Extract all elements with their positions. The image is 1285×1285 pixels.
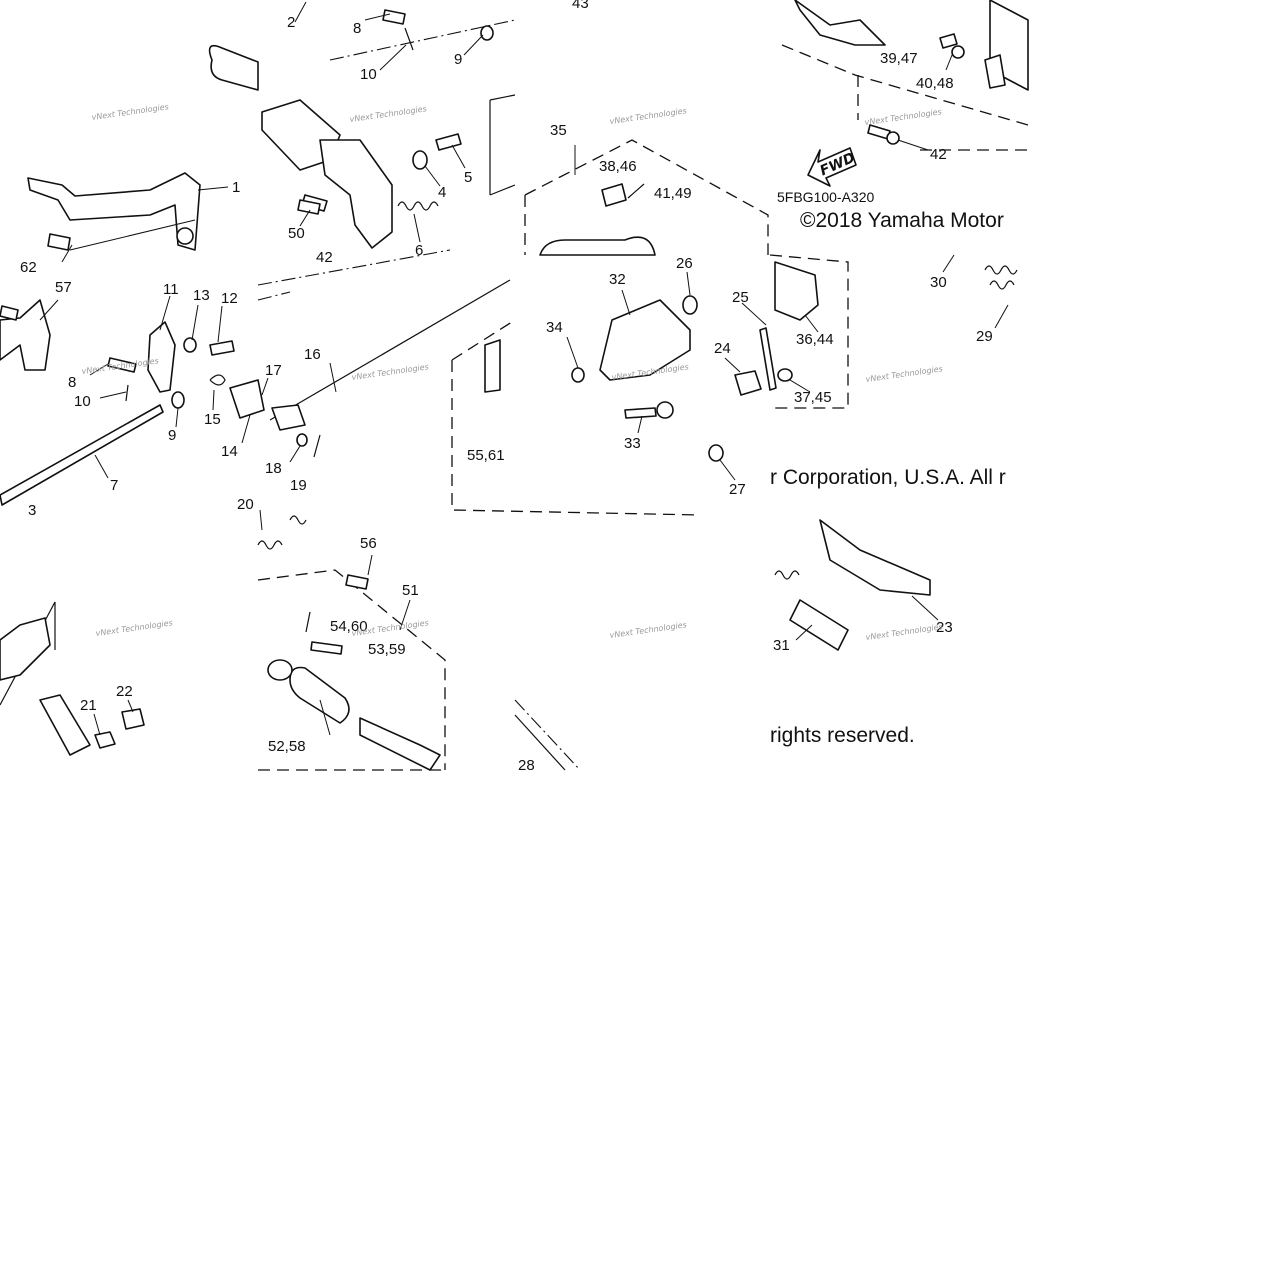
title-block: 5FBG100-A320 ©2018 Yamaha Motor r Corpor… xyxy=(770,150,1006,747)
watermark: vNext Technologies xyxy=(349,104,427,124)
callout: 27 xyxy=(729,481,746,498)
callout: 26 xyxy=(676,255,693,272)
callout: 7 xyxy=(110,477,118,494)
callout: 42 xyxy=(930,146,947,163)
callout: 55,61 xyxy=(467,447,505,464)
callout: 6 xyxy=(415,242,423,259)
callout: 51 xyxy=(402,582,419,599)
callout: 22 xyxy=(116,683,133,700)
callout: 23 xyxy=(936,619,953,636)
callout-labels: 1 2 3 4 5 6 7 8 8 9 9 10 10 11 12 13 14 … xyxy=(20,0,993,774)
callout: 11 xyxy=(163,281,179,298)
callout: 3 xyxy=(28,502,36,519)
callout: 28 xyxy=(518,757,535,774)
callout: 15 xyxy=(204,411,221,428)
callout: 43 xyxy=(572,0,589,12)
watermark: vNext Technologies xyxy=(81,356,159,376)
watermark: vNext Technologies xyxy=(91,102,169,122)
callout: 62 xyxy=(20,259,37,276)
callout: 25 xyxy=(732,289,749,306)
callout: 41,49 xyxy=(654,185,692,202)
callout: 21 xyxy=(80,697,97,714)
callout: 8 xyxy=(68,374,76,391)
watermark: vNext Technologies xyxy=(609,620,687,640)
callout: 9 xyxy=(454,51,462,68)
callout: 37,45 xyxy=(794,389,832,406)
callout: 29 xyxy=(976,328,993,345)
watermark: vNext Technologies xyxy=(865,364,943,384)
callout: 2 xyxy=(287,14,295,31)
callout: 24 xyxy=(714,340,731,357)
callout: 53,59 xyxy=(368,641,406,658)
brake-pedal xyxy=(27,172,201,251)
callout: 35 xyxy=(550,122,567,139)
callout: 9 xyxy=(168,427,176,444)
callout: 1 xyxy=(232,179,240,196)
watermark: vNext Technologies xyxy=(609,106,687,126)
callout: 42 xyxy=(316,249,333,266)
watermark: vNext Technologies xyxy=(864,107,942,127)
callout: 10 xyxy=(74,393,91,410)
watermarks: vNext Technologies vNext Technologies vN… xyxy=(81,102,943,642)
callout: 33 xyxy=(624,435,641,452)
callout: 18 xyxy=(265,460,282,477)
callout: 39,47 xyxy=(880,50,918,67)
callout: 54,60 xyxy=(330,618,368,635)
watermark: vNext Technologies xyxy=(95,618,173,638)
callout: 57 xyxy=(55,279,72,296)
callout: 20 xyxy=(237,496,254,513)
fwd-arrow-icon xyxy=(807,147,857,187)
callout: 30 xyxy=(930,274,947,291)
drawing-code: 5FBG100-A320 xyxy=(777,189,874,205)
callout: 40,48 xyxy=(916,75,954,92)
callout: 10 xyxy=(360,66,377,83)
callout: 17 xyxy=(265,362,282,379)
callout: 38,46 xyxy=(599,158,637,175)
callout: 14 xyxy=(221,443,238,460)
callout: 56 xyxy=(360,535,377,552)
callout: 12 xyxy=(221,290,238,307)
callout: 5 xyxy=(464,169,472,186)
callout: 19 xyxy=(290,477,307,494)
callout: 32 xyxy=(609,271,626,288)
copyright-line-3: rights reserved. xyxy=(770,724,915,747)
callout: 31 xyxy=(773,637,790,654)
copyright-line-1: ©2018 Yamaha Motor xyxy=(800,209,1004,232)
callout: 13 xyxy=(193,287,210,304)
part-drawings xyxy=(0,0,1029,771)
watermark: vNext Technologies xyxy=(865,622,943,642)
callout: 16 xyxy=(304,346,321,363)
leader-lines xyxy=(39,1,1009,736)
callout: 4 xyxy=(438,184,446,201)
callout: 34 xyxy=(546,319,563,336)
callout: 50 xyxy=(288,225,305,242)
callout: 52,58 xyxy=(268,738,306,755)
callout: 8 xyxy=(353,20,361,37)
copyright-line-2: r Corporation, U.S.A. All r xyxy=(770,466,1006,489)
callout: 36,44 xyxy=(796,331,834,348)
